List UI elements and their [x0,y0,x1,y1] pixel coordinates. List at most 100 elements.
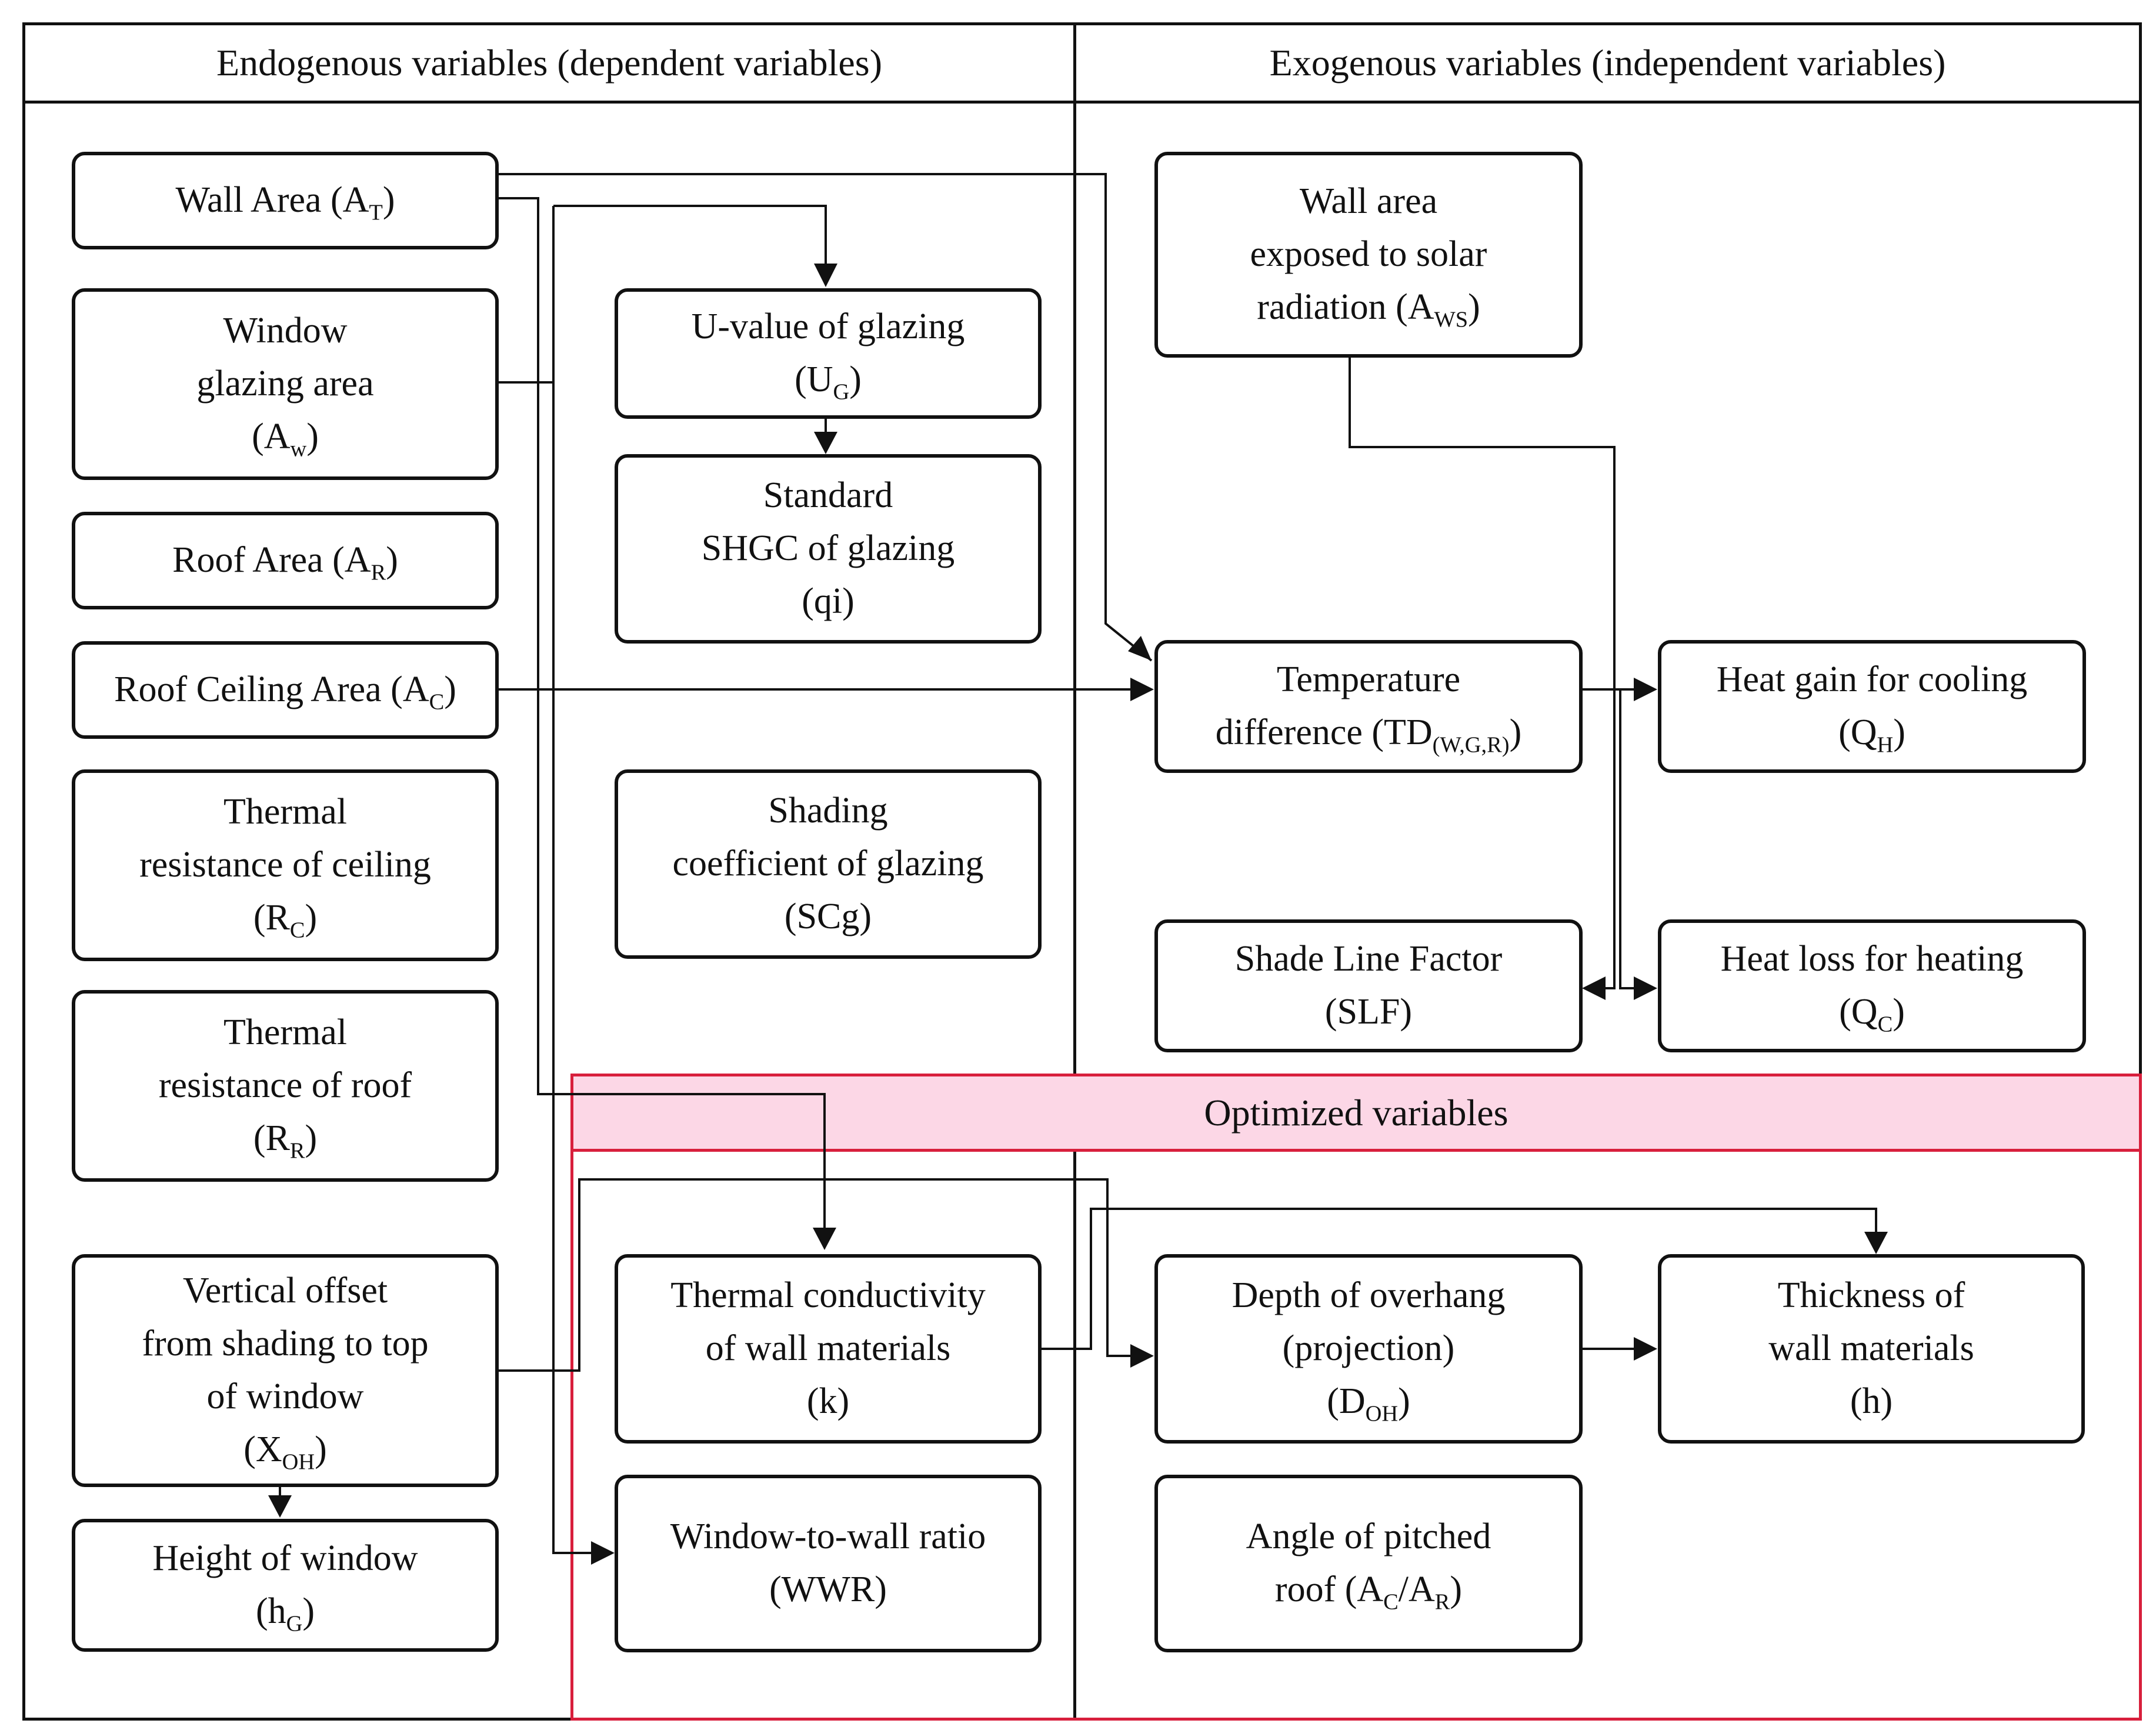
how-l2: (h [255,1591,286,1631]
trc-sub: C [289,918,305,943]
window-glazing-tail: ) [306,416,319,456]
how-sub: G [286,1611,303,1636]
wall-area-tail: ) [382,180,395,221]
optimized-header: Optimized variables [573,1076,2139,1152]
trc-l3: (R [253,897,290,938]
window-glazing-sub: w [290,436,307,462]
roof-area-label: Roof Area (A [172,540,371,581]
arrowhead-td-2 [1130,678,1154,701]
aws-sub: WS [1434,307,1469,332]
doh-sub: OH [1365,1401,1399,1426]
wire-wallarea-stub [496,197,826,1229]
td-l1: Temperature [1276,659,1461,700]
aws-l1: Wall area [1299,181,1438,222]
window-glazing-l3: (A [252,416,291,456]
window-glazing-area-box: Window glazing area (Aw) [72,288,499,480]
roof-area-tail: ) [386,540,398,581]
thermal-resistance-roof-box: Thermal resistance of roof (RR) [72,990,499,1182]
k-l2: of wall materials [705,1328,951,1369]
wall-area-solar-box: Wall area exposed to solar radiation (AW… [1154,152,1583,358]
shgc-l1: Standard [763,475,893,516]
roof-area-sub: R [371,560,386,585]
trr-l1: Thermal [223,1012,347,1053]
ug-sub: G [833,379,850,405]
scg-l2: coefficient of glazing [672,844,984,884]
ug-l2: (U [795,359,833,399]
vo-l4: (X [243,1429,282,1469]
ug-tail: ) [849,359,862,399]
scg-l3: (SCg) [784,896,872,936]
qh-tail: ) [1893,712,1905,752]
k-l3: (k) [806,1381,850,1421]
how-tail: ) [302,1591,315,1631]
vo-tail: ) [315,1429,327,1469]
vertical-offset-box: Vertical offset from shading to top of w… [72,1254,499,1487]
trr-l2: resistance of roof [158,1065,412,1106]
aws-l2: exposed to solar [1250,234,1487,275]
th-l2: wall materials [1768,1328,1974,1369]
heat-gain-box: Heat gain for cooling (QH) [1658,640,2086,773]
exogenous-header: Exogenous variables (independent variabl… [1269,42,1946,84]
arrowhead-hg [268,1495,292,1518]
how-l1: Height of window [152,1538,418,1579]
qc-l2: (Q [1839,992,1878,1032]
arrowhead-shgc [814,432,837,454]
ug-l1: U-value of glazing [691,306,965,347]
aws-tail: ) [1468,286,1480,327]
wall-area-box: Wall Area (AT) [72,152,499,249]
optimized-region [570,1074,2142,1721]
wwr-box: Window-to-wall ratio (WWR) [615,1475,1042,1652]
roof-area-box: Roof Area (AR) [72,512,499,609]
roof-ceiling-area-box: Roof Ceiling Area (AC) [72,641,499,739]
wire-k-to-thickness [1041,1208,1877,1350]
th-l1: Thickness of [1777,1275,1965,1316]
vo-l1: Vertical offset [182,1271,388,1311]
roof-ceiling-tail: ) [444,669,456,710]
wire-xoh-to-doh [496,1178,1132,1372]
qc-l1: Heat loss for heating [1720,939,2024,979]
arrowhead-thickness [1634,1337,1657,1361]
u-value-box: U-value of glazing (UG) [615,288,1042,419]
thermal-conductivity-box: Thermal conductivity of wall materials (… [615,1254,1042,1444]
wwr-l2: (WWR) [769,1569,887,1609]
apr-tail: ) [1450,1569,1463,1609]
standard-shgc-box: Standard SHGC of glazing (qi) [615,454,1042,644]
apr-l1: Angle of pitched [1246,1516,1491,1557]
apr-sub2: R [1434,1589,1450,1615]
wire-bus-vertical [552,206,594,1554]
thickness-wall-box: Thickness of wall materials (h) [1658,1254,2085,1444]
arrowhead-wwr [591,1541,615,1565]
scg-l1: Shading [768,791,888,831]
vo-l2: from shading to top [142,1324,429,1364]
th-l3: (h) [1850,1381,1893,1421]
depth-overhang-box: Depth of overhang (projection) (DOH) [1154,1254,1583,1444]
window-glazing-l1: Window [223,311,348,351]
roof-ceiling-sub: C [429,689,445,715]
trc-l2: resistance of ceiling [139,845,431,885]
arrowhead-td-1 [1128,636,1152,661]
qh-l2: (Q [1838,712,1877,752]
shading-coefficient-box: Shading coefficient of glazing (SCg) [615,769,1042,959]
trr-sub: R [289,1138,305,1164]
wire-wallarea-to-td [496,173,1153,662]
td-tail: ) [1509,712,1522,752]
arrowhead-heatloss [1634,976,1657,1000]
thermal-resistance-ceiling-box: Thermal resistance of ceiling (RC) [72,769,499,961]
aws-l3: radiation (A [1257,286,1434,327]
window-glazing-l2: glazing area [196,364,374,404]
td-l2: difference (TD [1215,712,1433,752]
angle-pitched-roof-box: Angle of pitched roof (AC/AR) [1154,1475,1583,1652]
qh-l1: Heat gain for cooling [1716,659,2028,700]
qc-sub: C [1877,1012,1893,1037]
doh-l2: (projection) [1282,1328,1455,1369]
shgc-l2: SHGC of glazing [701,528,955,569]
trr-tail: ) [305,1118,318,1158]
arrowhead-slf [1582,976,1606,1000]
header-rule-left [22,101,1075,104]
apr-mid: /A [1398,1569,1435,1609]
slf-l2: (SLF) [1324,992,1413,1032]
trr-l3: (R [253,1118,290,1158]
trc-l1: Thermal [223,792,347,832]
vo-sub: OH [282,1449,315,1475]
